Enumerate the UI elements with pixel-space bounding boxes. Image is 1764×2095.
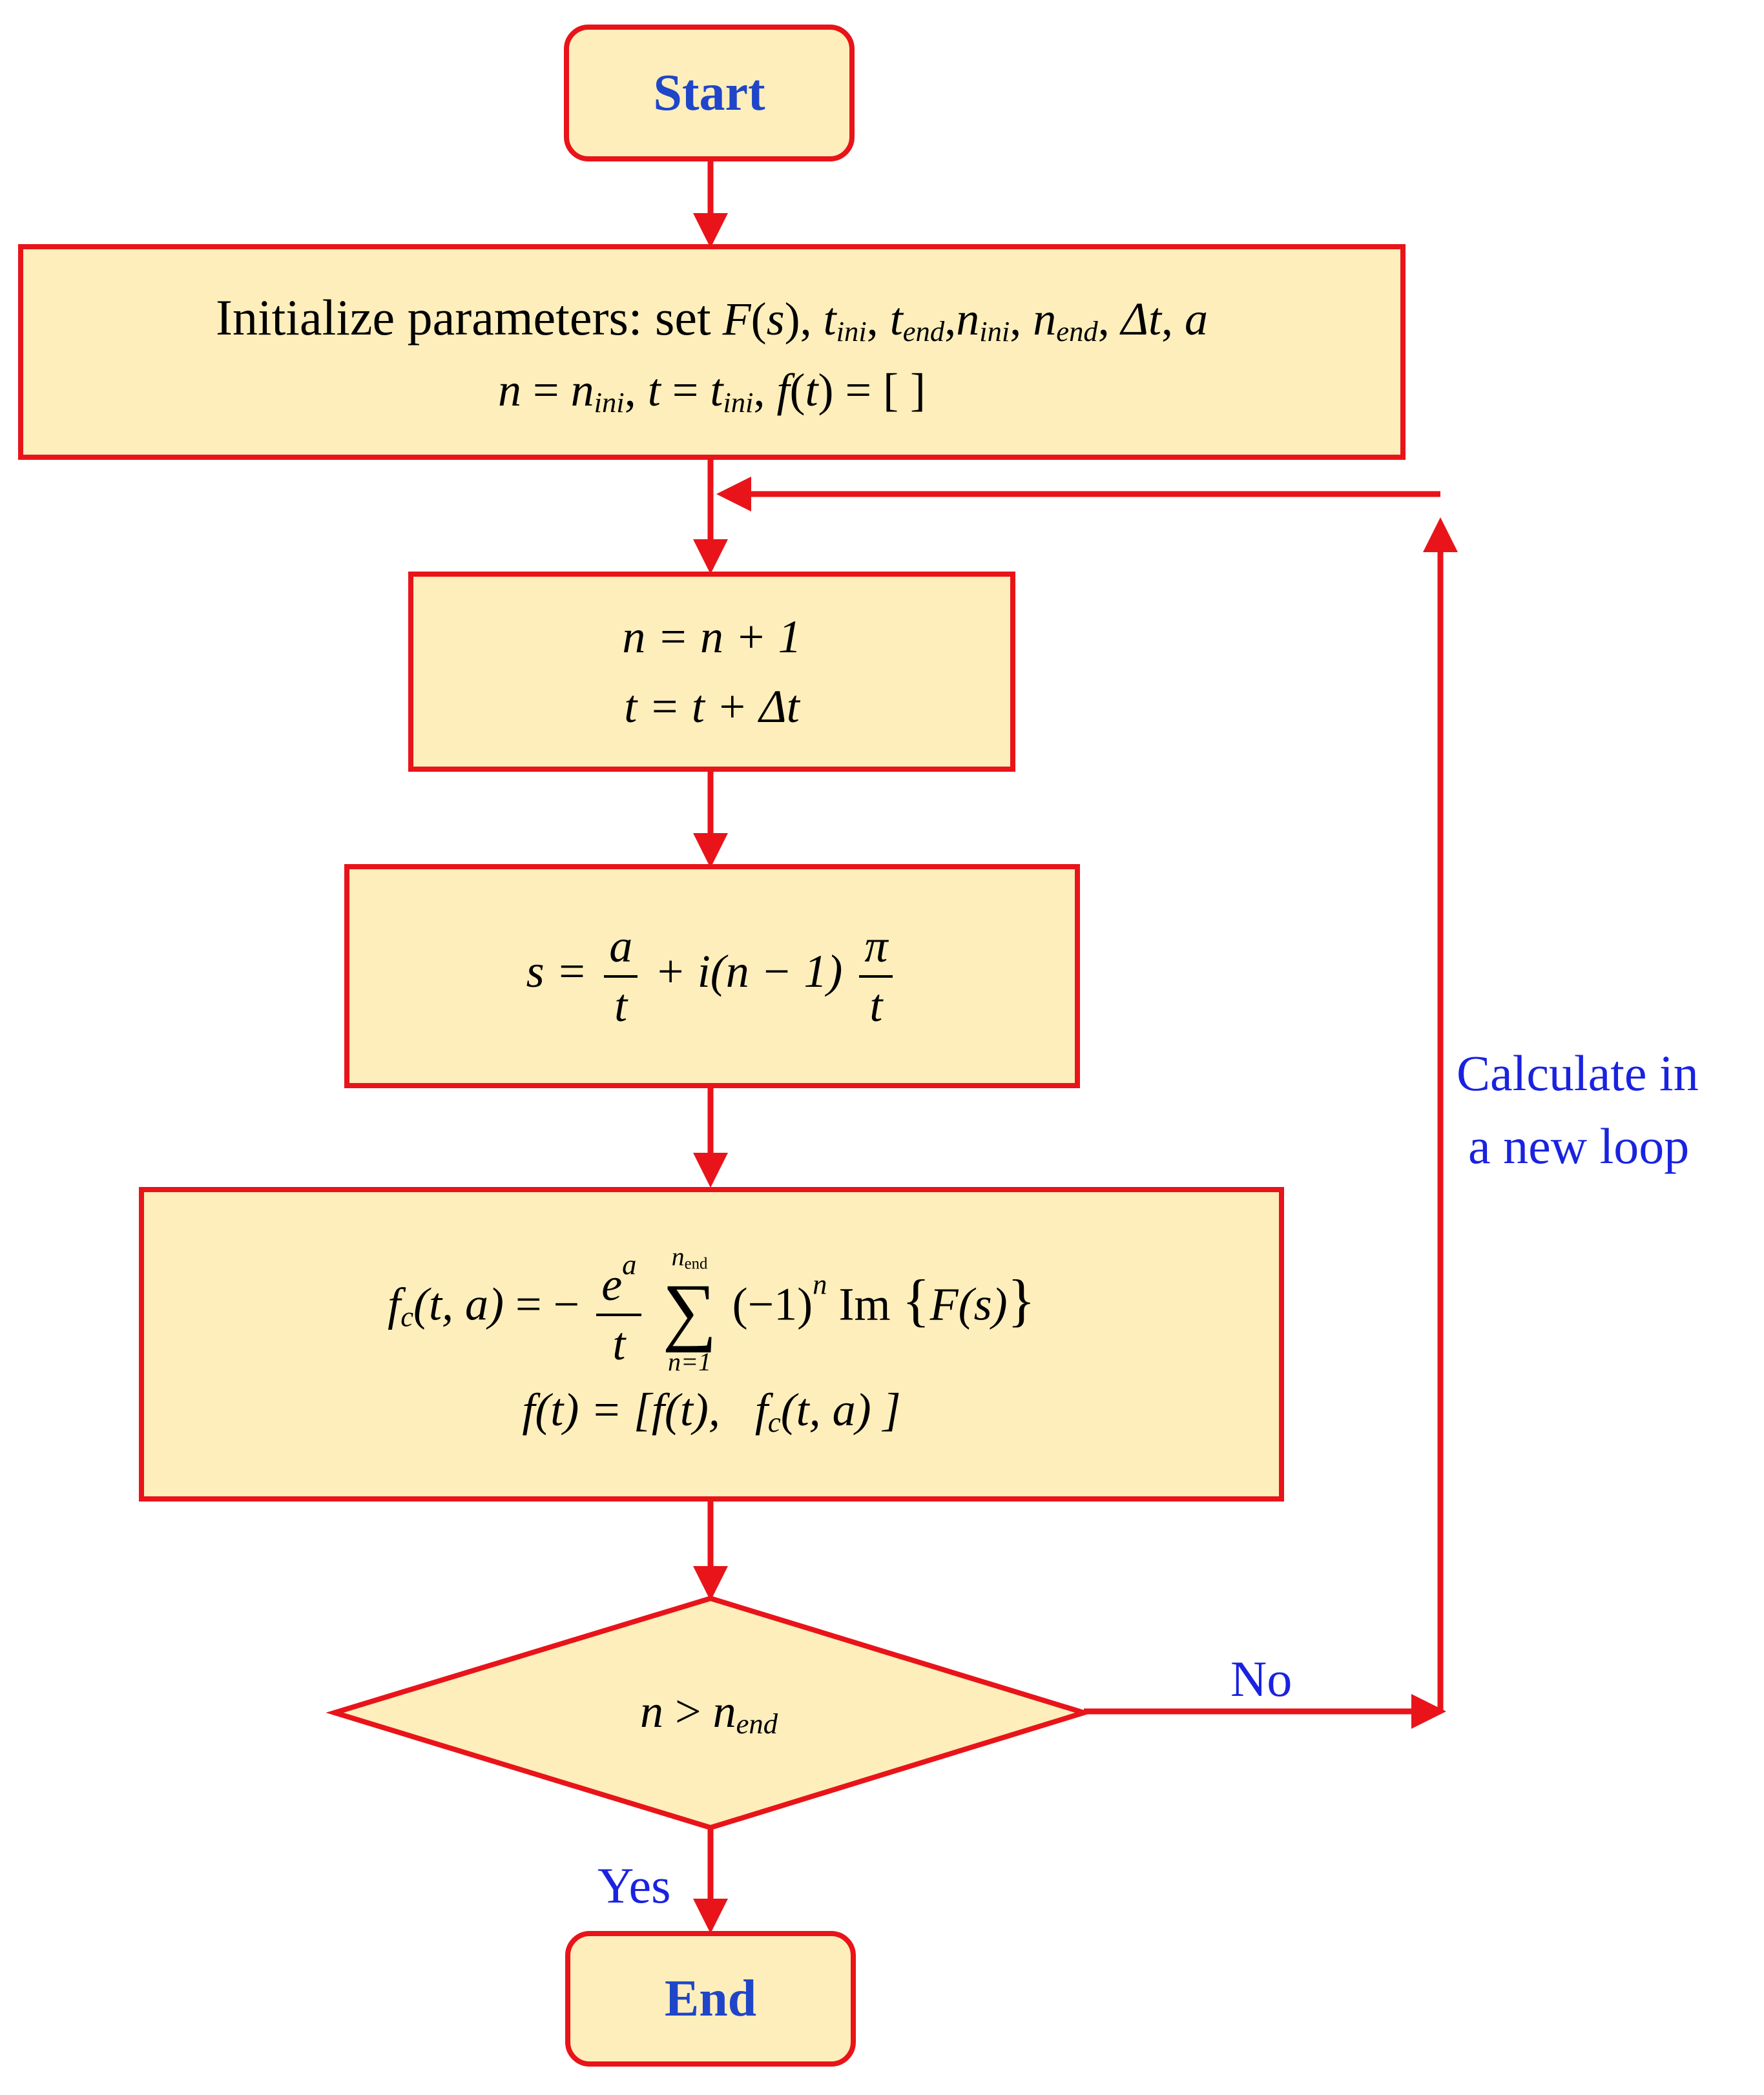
init-box: Initialize parameters: set F(s), tini, t… — [18, 244, 1406, 460]
yes-edge-label: Yes — [597, 1857, 671, 1914]
loop-edge-label: Calculate in a new loop — [1457, 1037, 1699, 1182]
loop-label-line-2: a new loop — [1468, 1118, 1690, 1175]
start-label: Start — [653, 64, 765, 121]
loop-label-line-1: Calculate in — [1457, 1045, 1699, 1101]
fc-summation: nend ∑ n=1 — [662, 1242, 717, 1376]
end-terminal: End — [565, 1931, 856, 2067]
decision-condition: n > nend — [639, 1686, 778, 1740]
decision-diamond — [326, 1595, 1093, 1831]
start-terminal: Start — [564, 25, 855, 161]
end-label: End — [664, 1970, 757, 2027]
append-formula: f(t) = [f(t), fc(t, a) ] — [522, 1383, 901, 1438]
init-line-2: n = nini, t = tini, f(t) = [ ] — [497, 364, 926, 418]
no-edge-label: No — [1230, 1651, 1292, 1707]
update-line-t: t = t + Δt — [624, 681, 800, 732]
update-line-n: n = n + 1 — [622, 611, 802, 663]
update-box: n = n + 1 t = t + Δt — [408, 572, 1015, 772]
init-line-1: Initialize parameters: set F(s), tini, t… — [215, 289, 1208, 347]
